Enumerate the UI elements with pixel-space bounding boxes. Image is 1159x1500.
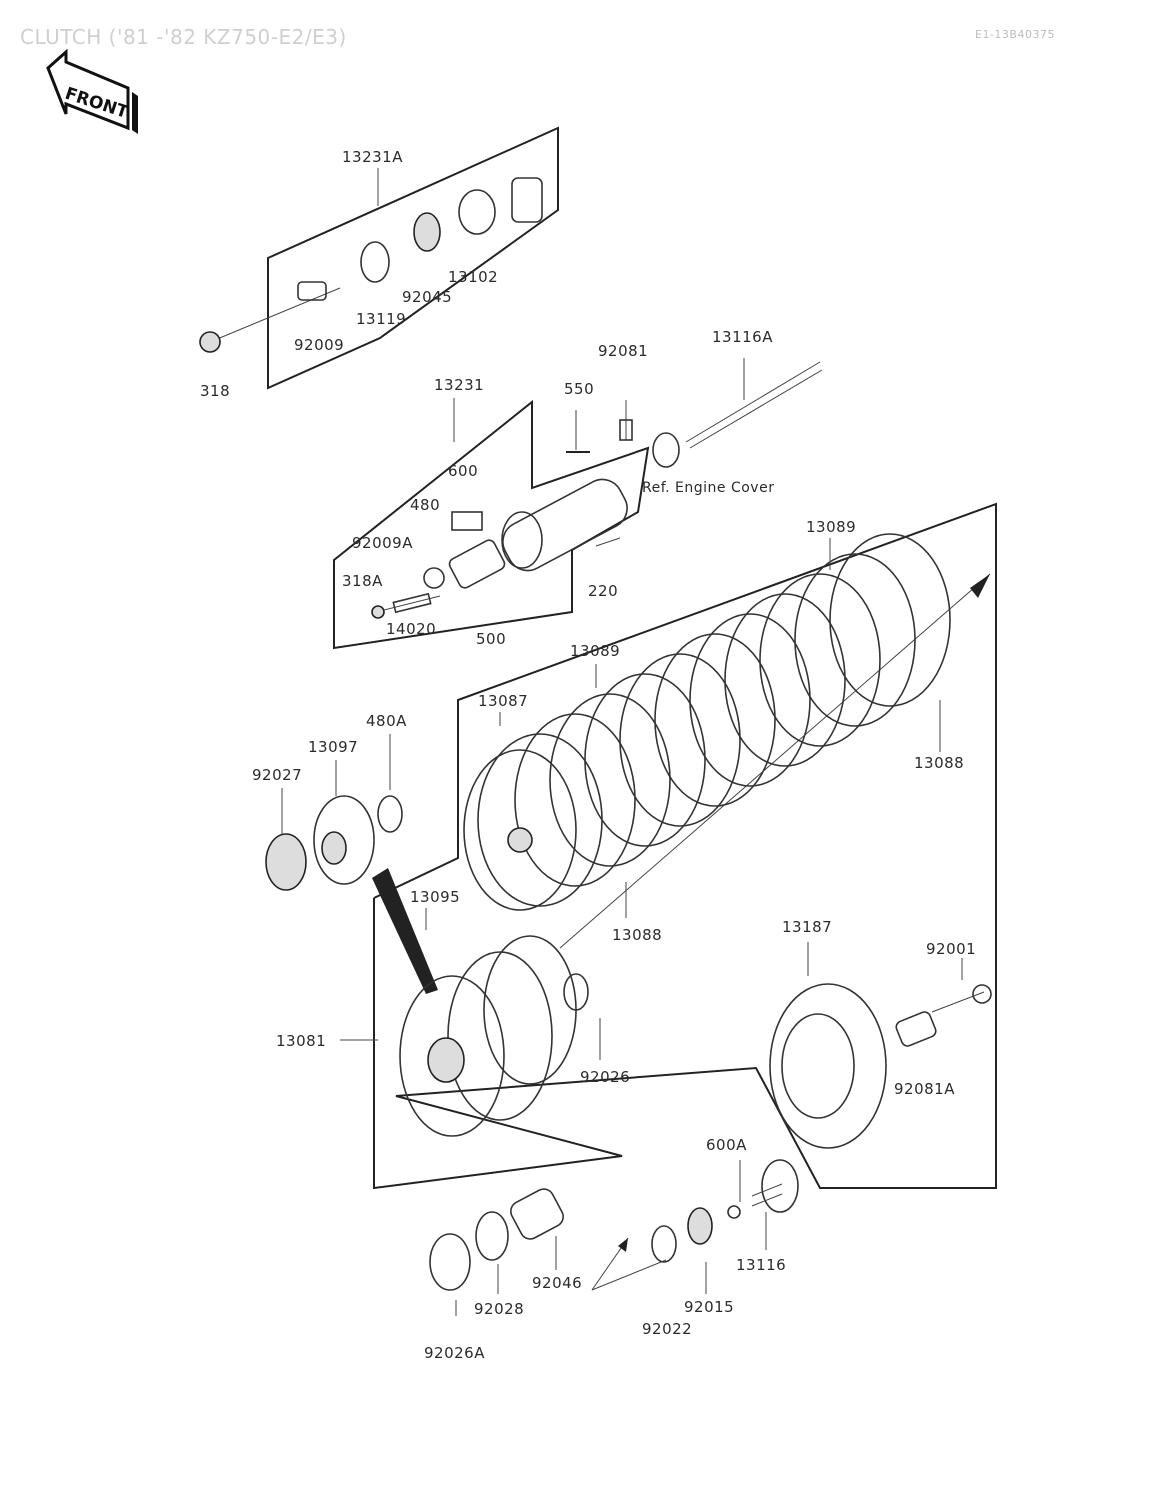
label-318a: 318A: [342, 572, 383, 590]
nut-318a-icon: [371, 605, 385, 619]
bolt-92001-icon: [972, 984, 992, 1004]
label-13088-right: 13088: [914, 754, 964, 772]
reference-engine-cover: Ref. Engine Cover: [642, 480, 774, 496]
spring-480-icon: [448, 539, 506, 589]
hub-92046-icon: [510, 1188, 564, 1240]
label-13081: 13081: [276, 1032, 326, 1050]
label-600: 600: [448, 462, 478, 480]
label-92028: 92028: [474, 1300, 524, 1318]
label-600a: 600A: [706, 1136, 747, 1154]
label-220: 220: [588, 582, 618, 600]
washer-92026-icon: [563, 973, 589, 1011]
label-13231: 13231: [434, 376, 484, 394]
bracket-icon: [511, 177, 543, 223]
release-group-13231: [333, 358, 823, 650]
label-480a: 480A: [366, 712, 407, 730]
clutch-plate-group: [373, 502, 997, 1190]
label-13116a: 13116A: [712, 328, 773, 346]
front-arrow-icon: FRONT: [46, 48, 138, 134]
label-500: 500: [476, 630, 506, 648]
collar-92026a-icon: [429, 1233, 471, 1291]
label-13119: 13119: [356, 310, 406, 328]
label-92045: 92045: [402, 288, 452, 306]
bearing-92015-icon: [687, 1207, 713, 1245]
friction-plate-stack-icon: [477, 533, 951, 907]
lower-shaft-group: [429, 1159, 799, 1316]
release-shaft-icon: [502, 478, 628, 572]
label-92001: 92001: [926, 940, 976, 958]
gear-13097-group: [265, 734, 438, 994]
label-13089-top: 13089: [806, 518, 856, 536]
label-92081: 92081: [598, 342, 648, 360]
screw-92009a-icon: [392, 592, 432, 614]
gear-13097-icon: [313, 795, 375, 885]
nut-318-icon: [199, 331, 221, 353]
clutch-housing-13081-icon: [399, 975, 505, 1137]
release-mechanism-group-13231a: [199, 126, 559, 390]
circlip-icon: [423, 567, 445, 589]
pressure-plate-13087-icon: [463, 749, 577, 911]
washer-92027-icon: [265, 833, 307, 891]
label-13097: 13097: [308, 738, 358, 756]
label-92081a: 92081A: [894, 1080, 955, 1098]
pressure-plate-13187-icon: [769, 983, 887, 1149]
washer-92045-icon: [413, 212, 441, 252]
label-92009: 92009: [294, 336, 344, 354]
label-92027: 92027: [252, 766, 302, 784]
label-13087: 13087: [478, 692, 528, 710]
label-13102: 13102: [448, 268, 498, 286]
label-13231a: 13231A: [342, 148, 403, 166]
label-92026: 92026: [580, 1068, 630, 1086]
label-92022: 92022: [642, 1320, 692, 1338]
label-14020: 14020: [386, 620, 436, 638]
gear-13119-icon: [360, 241, 390, 283]
clutch-housing-group: [340, 908, 601, 1137]
pressure-plate-group: [769, 942, 992, 1149]
label-13095: 13095: [410, 888, 460, 906]
plate-600-icon: [451, 511, 483, 531]
label-550: 550: [564, 380, 594, 398]
release-hub-icon: [501, 511, 543, 569]
label-92046: 92046: [532, 1274, 582, 1292]
label-92015: 92015: [684, 1298, 734, 1316]
push-rod-13116-icon: [761, 1159, 799, 1213]
washer-92022-icon: [651, 1225, 677, 1263]
adjuster-13102-icon: [458, 189, 496, 235]
ball-600a-icon: [727, 1205, 741, 1219]
screw-92009-icon: [297, 281, 327, 301]
label-13116: 13116: [736, 1256, 786, 1274]
label-480: 480: [410, 496, 440, 514]
spacer-480a-icon: [377, 795, 403, 833]
label-92009a: 92009A: [352, 534, 413, 552]
bolt-92081-icon: [619, 419, 633, 441]
spring-92081a-icon: [895, 1011, 937, 1047]
label-318: 318: [200, 382, 230, 400]
diagram-code: E1-13B40375: [975, 28, 1055, 41]
label-13088-bottom: 13088: [612, 926, 662, 944]
label-13089-mid: 13089: [570, 642, 620, 660]
push-rod-seal-icon: [652, 432, 680, 468]
diagram-title: CLUTCH ('81 -'82 KZ750-E2/E3): [20, 25, 347, 49]
label-13187: 13187: [782, 918, 832, 936]
label-92026a: 92026A: [424, 1344, 485, 1362]
sleeve-92028-icon: [475, 1211, 509, 1261]
